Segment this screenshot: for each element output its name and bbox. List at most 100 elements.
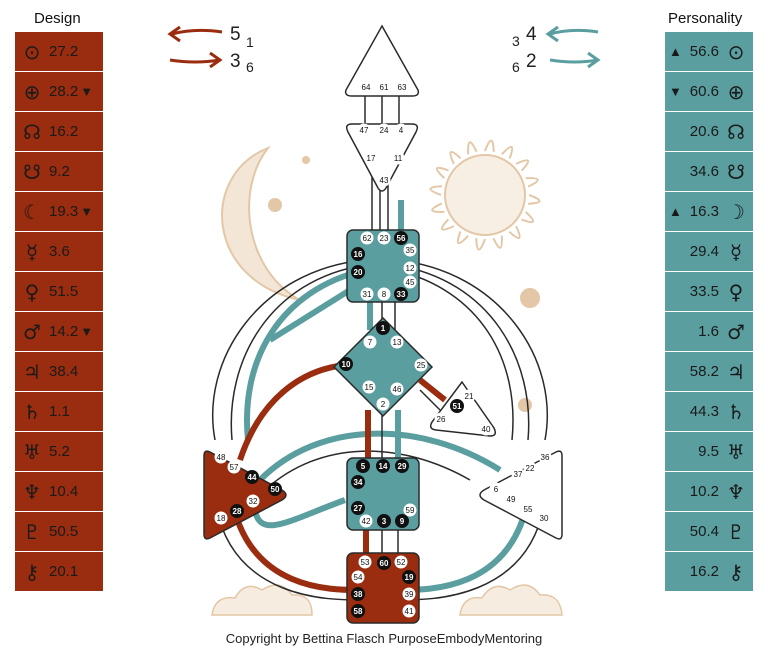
arrow-icon: ▼	[80, 324, 94, 339]
gate-marker	[376, 321, 390, 335]
personality-row: 9.5♅	[665, 432, 753, 471]
gate-number: 43	[380, 176, 389, 185]
gate-number: 18	[217, 514, 226, 523]
gate-g: 46	[390, 382, 404, 396]
gate-number: 33	[397, 290, 406, 299]
gate-root: 53	[358, 555, 372, 569]
design-arrow-bottom: 3 6	[169, 51, 254, 75]
planet-value: 5.2	[49, 443, 70, 460]
arrow-icon: ▲	[669, 204, 682, 219]
gate-marker	[390, 335, 404, 349]
design-row: ⊙27.2	[15, 32, 103, 71]
gate-g: 25	[414, 358, 428, 372]
gate-marker	[351, 570, 365, 584]
root-center	[346, 552, 420, 624]
gate-marker	[214, 511, 228, 525]
gate-root: 38	[351, 587, 365, 601]
gate-marker	[394, 231, 408, 245]
gate-throat: 8	[377, 287, 391, 301]
design-row: ♀51.5	[15, 272, 103, 311]
design-arrow-top: 5 1	[167, 24, 254, 50]
variable-arrows: 5 1 3 6 3 4 6 2	[167, 24, 601, 75]
gate-heart: 40	[479, 422, 493, 436]
planet-value: 33.5	[689, 283, 719, 300]
planet-icon: ♇	[23, 519, 41, 544]
gate-number: 58	[354, 607, 363, 616]
gate-root: 60	[377, 556, 391, 570]
gate-g: 13	[390, 335, 404, 349]
planet-value: 9.5	[698, 443, 719, 460]
moon-art	[221, 145, 540, 412]
gate-number: 2	[381, 400, 386, 409]
gate-spleen: 32	[246, 494, 260, 508]
gate-number: 54	[354, 573, 363, 582]
planet-value: 1.1	[49, 403, 70, 420]
gate-marker	[245, 470, 259, 484]
gate-marker	[377, 80, 391, 94]
arrow-icon: ▼	[80, 84, 94, 99]
gate-number: 45	[406, 278, 415, 287]
gate-marker	[414, 358, 428, 372]
planet-value: 44.3	[689, 403, 719, 420]
planet-value: 34.6	[689, 163, 719, 180]
planet-value: 14.2	[49, 323, 79, 340]
gate-number: 8	[382, 290, 387, 299]
gate-marker	[351, 247, 365, 261]
design-row: ⊕28.2▼	[15, 72, 103, 111]
gate-number: 16	[354, 250, 363, 259]
gate-ajna: 47	[357, 123, 371, 137]
personality-variable-bottom: 2	[526, 51, 537, 72]
planet-icon: ☽	[727, 199, 745, 224]
planet-value: 56.6	[689, 43, 719, 60]
personality-row: 10.2♆	[665, 472, 753, 511]
gate-solar: 30	[537, 511, 551, 525]
gate-marker	[537, 511, 551, 525]
gate-number: 36	[541, 453, 550, 462]
gate-heart: 21	[462, 389, 476, 403]
gate-number: 22	[526, 464, 535, 473]
gate-number: 37	[514, 470, 523, 479]
design-variable-bottom-sub: 6	[246, 59, 254, 75]
planet-value: 19.3	[49, 203, 79, 220]
gate-number: 29	[398, 462, 407, 471]
design-row: ☿3.6	[15, 232, 103, 271]
gate-root: 54	[351, 570, 365, 584]
gate-number: 55	[524, 505, 533, 514]
gate-throat: 45	[403, 275, 417, 289]
personality-row: 33.5♀	[665, 272, 753, 311]
arrow-icon: ▼	[80, 204, 94, 219]
gate-number: 61	[380, 83, 389, 92]
gate-number: 5	[361, 462, 366, 471]
planet-value: 16.2	[49, 123, 79, 140]
gate-marker	[403, 261, 417, 275]
gate-number: 24	[380, 126, 389, 135]
gate-marker	[377, 231, 391, 245]
planet-icon: ♄	[23, 399, 41, 424]
gate-marker	[395, 514, 409, 528]
gate-throat: 56	[394, 231, 408, 245]
planet-value: 51.5	[49, 283, 79, 300]
planet-value: 27.2	[49, 43, 79, 60]
sun-art	[429, 139, 541, 251]
gate-number: 62	[363, 234, 372, 243]
design-row: ⚷20.1	[15, 552, 103, 591]
personality-row: 16.2⚷	[665, 552, 753, 591]
gate-marker	[377, 173, 391, 187]
gate-sacral: 14	[376, 459, 390, 473]
gate-marker	[403, 503, 417, 517]
gate-marker	[214, 450, 228, 464]
gate-marker	[390, 382, 404, 396]
gate-marker	[511, 467, 525, 481]
gate-number: 40	[482, 425, 491, 434]
planet-value: 50.4	[689, 523, 719, 540]
cloud-right-art	[459, 584, 563, 616]
gate-number: 44	[248, 473, 257, 482]
planet-value: 29.4	[689, 243, 719, 260]
gate-number: 27	[354, 504, 363, 513]
gate-number: 23	[380, 234, 389, 243]
gate-sacral: 5	[356, 459, 370, 473]
gate-throat: 23	[377, 231, 391, 245]
gate-marker	[351, 265, 365, 279]
gate-g: 1	[376, 321, 390, 335]
personality-arrow-bottom: 6 2	[512, 51, 601, 75]
